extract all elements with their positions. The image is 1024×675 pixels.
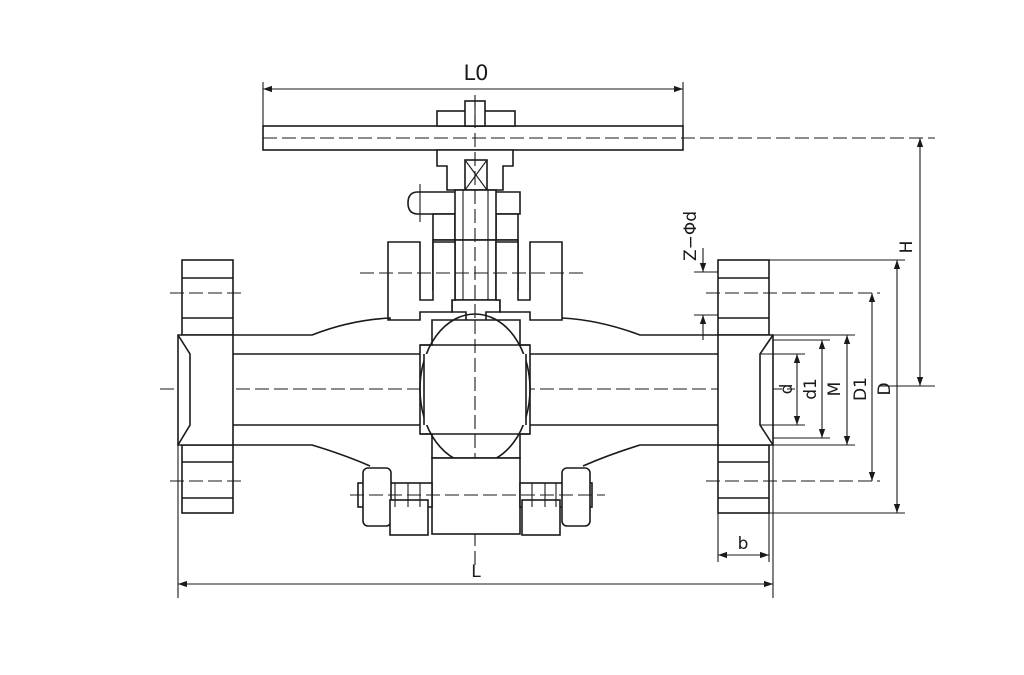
bonnet [360,241,585,321]
dimension-b: b [717,513,770,562]
label-Z-phi-d: Z−Φd [681,211,701,261]
dimension-L0: L0 [262,61,684,126]
handwheel [262,100,935,151]
label-D1: D1 [851,377,871,401]
dimension-d: d [760,353,805,426]
dimension-D: D [769,259,905,514]
label-d1: d1 [801,378,821,400]
dimension-M: M [773,334,855,446]
lower-bolting [350,457,605,536]
ball [419,313,531,465]
label-H: H [897,241,917,254]
dimension-L: L [177,445,774,598]
dimension-Z-phi-d: Z−Φd [681,211,718,340]
label-M: M [825,382,845,397]
label-D: D [875,382,895,395]
dimension-H: H [880,138,935,387]
left-flange [170,259,245,514]
label-L0: L0 [463,61,488,85]
dimension-D1: D1 [851,293,876,481]
right-flange [706,259,880,514]
label-b: b [738,534,749,554]
dimension-d1: d1 [773,339,830,439]
label-L: L [471,562,481,582]
label-d: d [777,384,797,395]
